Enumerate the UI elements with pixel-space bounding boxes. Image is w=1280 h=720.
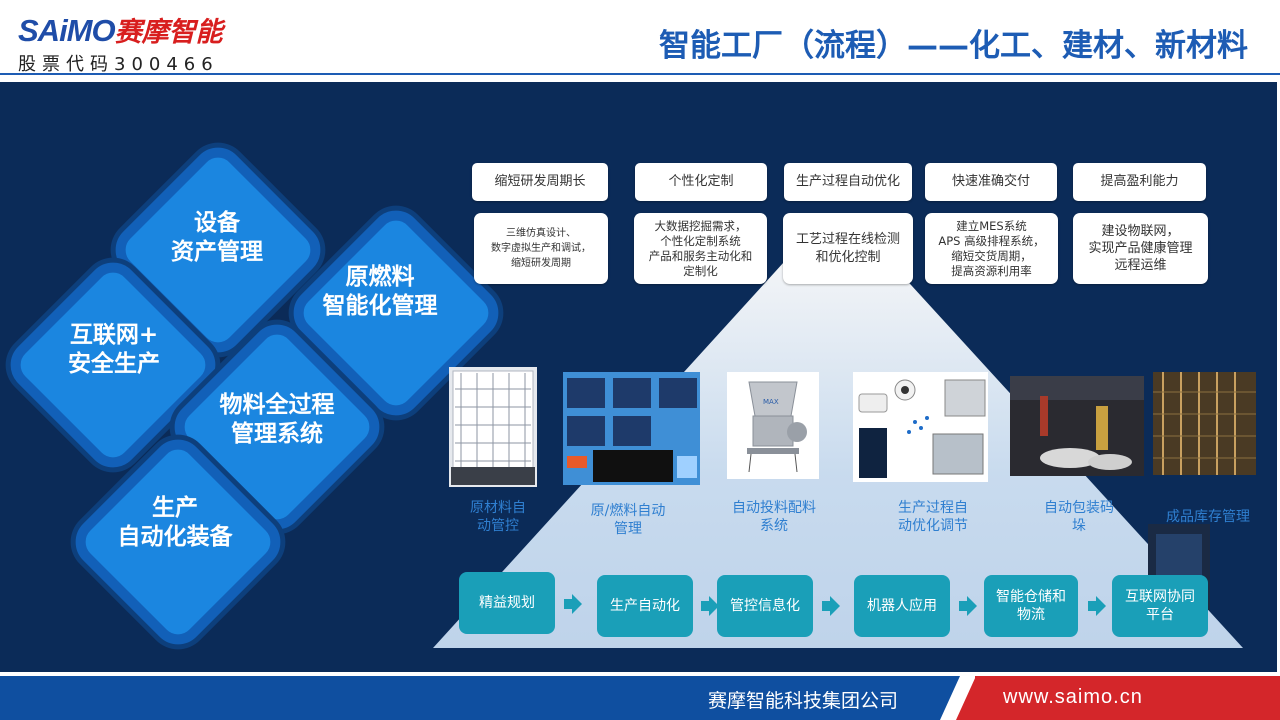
diamond-label: 物料全过程 管理系统 bbox=[177, 391, 377, 449]
step-box: 精益规划 bbox=[459, 572, 555, 634]
process-caption: 自动包装码 垛 bbox=[1030, 499, 1128, 535]
step-box: 智能仓储和 物流 bbox=[984, 575, 1078, 637]
diamond-label: 互联网+ 安全生产 bbox=[14, 321, 214, 379]
diamond-label: 设备 资产管理 bbox=[117, 209, 317, 267]
packaging-robot-photo bbox=[1010, 376, 1144, 476]
benefit-detail-text: 建设物联网， 实现产品健康管理 远程运维 bbox=[1088, 223, 1192, 274]
feeder-machine-image: MAX bbox=[727, 372, 819, 479]
diamond-label: 生产 自动化装备 bbox=[75, 494, 275, 552]
step-box: 机器人应用 bbox=[854, 575, 950, 637]
arrow-right-icon bbox=[957, 595, 979, 617]
arrow-right-icon bbox=[820, 595, 842, 617]
step-label: 精益规划 bbox=[479, 594, 535, 612]
benefit-detail-text: 三维仿真设计、 数字虚拟生产和调试， 缩短研发周期 bbox=[491, 226, 591, 271]
step-label: 智能仓储和 物流 bbox=[996, 588, 1066, 624]
process-caption: 成品库存管理 bbox=[1152, 508, 1264, 526]
benefit-header: 缩短研发周期长 bbox=[472, 163, 608, 201]
step-label: 互联网协同 平台 bbox=[1125, 588, 1195, 624]
benefit-detail: 三维仿真设计、 数字虚拟生产和调试， 缩短研发周期 bbox=[474, 213, 608, 284]
main-panel: 设备 资产管理 原燃料 智能化管理 互联网+ 安全生产 物料全过程 管理系统 生… bbox=[0, 82, 1277, 672]
step-box: 管控信息化 bbox=[717, 575, 813, 637]
control-screen-photo bbox=[563, 372, 700, 485]
footer-website[interactable]: www.saimo.cn bbox=[1003, 686, 1143, 709]
arrow-right-icon bbox=[1086, 595, 1108, 617]
step-label: 生产自动化 bbox=[610, 597, 680, 615]
warehouse-rack-image bbox=[449, 367, 537, 487]
footer-company: 赛摩智能科技集团公司 bbox=[708, 686, 898, 713]
benefit-detail: 大数据挖掘需求， 个性化定制系统 产品和服务主动化和 定制化 bbox=[634, 213, 767, 284]
benefit-detail-text: 建立MES系统 APS 高级排程系统， 缩短交货周期， 提高资源利用率 bbox=[938, 219, 1044, 279]
step-box: 互联网协同 平台 bbox=[1112, 575, 1208, 637]
feeder-machine-photo: MAX bbox=[727, 372, 819, 479]
arrow-right-icon bbox=[699, 595, 721, 617]
process-caption: 生产过程自 动优化调节 bbox=[880, 499, 986, 535]
iot-devices-image bbox=[853, 372, 988, 482]
iot-devices-photo bbox=[853, 372, 988, 482]
stacker-warehouse-image bbox=[1153, 372, 1256, 475]
benefit-header: 生产过程自动优化 bbox=[784, 163, 912, 201]
diamond-label: 原燃料 智能化管理 bbox=[280, 263, 480, 321]
header-divider bbox=[0, 73, 1280, 75]
warehouse-rack-photo bbox=[449, 367, 537, 487]
step-label: 管控信息化 bbox=[730, 597, 800, 615]
logo-en: SAiMO bbox=[18, 13, 115, 48]
packaging-robot-image bbox=[1010, 376, 1144, 476]
feeder-brand-text: MAX bbox=[763, 398, 779, 406]
benefit-detail-text: 工艺过程在线检测 和优化控制 bbox=[796, 231, 900, 267]
benefit-detail-text: 大数据挖掘需求， 个性化定制系统 产品和服务主动化和 定制化 bbox=[649, 219, 753, 279]
process-caption: 原材料自 动管控 bbox=[456, 499, 540, 535]
benefit-header: 提高盈利能力 bbox=[1073, 163, 1206, 201]
logo-cn: 赛摩智能 bbox=[115, 17, 223, 48]
control-screen-image bbox=[563, 372, 700, 485]
process-caption: 原/燃料自动 管理 bbox=[578, 502, 678, 538]
step-box: 生产自动化 bbox=[597, 575, 693, 637]
company-logo: SAiMO赛摩智能 股票代码300466 bbox=[18, 10, 223, 49]
benefit-detail: 建设物联网， 实现产品健康管理 远程运维 bbox=[1073, 213, 1208, 284]
stacker-warehouse-photo bbox=[1153, 372, 1256, 475]
benefit-header: 个性化定制 bbox=[635, 163, 767, 201]
header: SAiMO赛摩智能 股票代码300466 智能工厂（流程）——化工、建材、新材料 bbox=[0, 0, 1280, 76]
slide-title: 智能工厂（流程）——化工、建材、新材料 bbox=[659, 20, 1248, 65]
benefit-header: 快速准确交付 bbox=[925, 163, 1057, 201]
benefit-detail: 建立MES系统 APS 高级排程系统， 缩短交货周期， 提高资源利用率 bbox=[925, 213, 1058, 284]
benefit-detail: 工艺过程在线检测 和优化控制 bbox=[783, 213, 913, 284]
step-label: 机器人应用 bbox=[867, 597, 937, 615]
process-caption: 自动投料配料 系统 bbox=[722, 499, 826, 535]
arrow-right-icon bbox=[562, 593, 584, 615]
